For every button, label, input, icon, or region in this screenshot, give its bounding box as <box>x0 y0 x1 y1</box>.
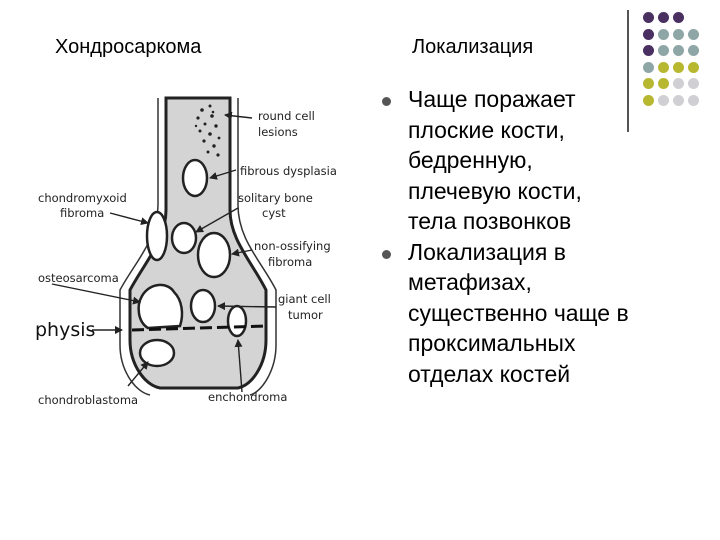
bullet-line: Чаще поражает <box>408 86 576 112</box>
bullet-line: отделах костей <box>408 360 571 387</box>
leader-arrows <box>51 111 277 393</box>
label-giant-cell-2: tumor <box>288 308 323 322</box>
decor-dot <box>658 94 669 106</box>
decor-dot <box>688 78 699 89</box>
bone-outer-right <box>237 98 277 396</box>
label-non-ossifying-2: fibroma <box>268 255 312 269</box>
physis-line <box>131 324 267 332</box>
decor-dot <box>658 78 669 89</box>
osteosarcoma-lesion <box>137 283 184 330</box>
decor-dot <box>643 61 654 73</box>
label-solitary-cyst-2: cyst <box>262 206 286 220</box>
bullet-item-1: Чаще поражает плоские кости, бедренную, … <box>378 84 708 237</box>
decor-dot <box>688 28 699 40</box>
decor-dot <box>673 78 684 89</box>
bullet-dot-icon <box>382 249 391 259</box>
decor-dot <box>688 94 699 106</box>
chondroblastoma-lesion <box>138 338 176 368</box>
bullet-line: плечевую кости, <box>408 177 582 204</box>
decor-dot <box>688 61 699 73</box>
decor-dot <box>673 45 684 56</box>
label-fibrous-dysplasia: fibrous dysplasia <box>240 164 337 178</box>
bullet-line: метафизах, <box>408 269 532 295</box>
solitary-cyst-lesion <box>170 221 198 255</box>
decor-dot <box>643 45 654 56</box>
bullet-line: тела позвонков <box>408 208 572 234</box>
label-enchondroma: enchondroma <box>208 390 287 404</box>
label-round-cell-2: lesions <box>258 125 298 139</box>
decor-dot <box>643 94 654 106</box>
decor-dot <box>658 28 669 40</box>
bullet-line: проксимальных <box>408 330 576 356</box>
decor-dot <box>658 45 669 56</box>
lesions <box>137 158 248 368</box>
decor-dot <box>643 78 654 89</box>
slide-title-right: Локализация <box>412 36 534 58</box>
label-osteosarcoma: osteosarcoma <box>38 271 119 285</box>
decor-dot <box>658 12 669 23</box>
giant-cell-lesion <box>189 288 217 324</box>
decor-dot <box>673 94 684 106</box>
non-ossifying-lesion <box>196 231 232 279</box>
label-chondromyxoid-2: fibroma <box>60 206 104 220</box>
label-chondromyxoid: chondromyxoid <box>38 191 127 205</box>
bullet-line: бедренную, <box>408 147 533 173</box>
label-physis: physis <box>35 319 95 341</box>
bullet-item-2: Локализация в метафизах, существенно чащ… <box>378 237 708 390</box>
bullet-list: Чаще поражает плоские кости, бедренную, … <box>378 84 708 389</box>
bullet-line: плоские кости, <box>408 116 565 143</box>
bullet-dot-icon <box>382 97 391 106</box>
round-cell-dots <box>194 104 221 157</box>
label-solitary-cyst: solitary bone <box>238 191 313 205</box>
label-round-cell: round cell <box>258 109 315 123</box>
decor-dot <box>673 12 684 23</box>
label-non-ossifying: non-ossifying <box>254 239 331 253</box>
decor-dot <box>673 28 684 40</box>
chondromyxoid-lesion <box>145 210 169 262</box>
decor-dot <box>643 28 654 40</box>
slide-title-left: Хондросаркома <box>55 36 202 58</box>
decor-dot <box>688 45 699 56</box>
fibrous-dysplasia-lesion <box>181 158 209 198</box>
label-giant-cell: giant cell <box>278 292 331 306</box>
bullet-line: Локализация в <box>408 238 566 265</box>
enchondroma-lesion <box>226 304 248 338</box>
decor-dot <box>643 12 654 23</box>
label-chondroblastoma: chondroblastoma <box>38 393 138 407</box>
decor-dot <box>673 61 684 73</box>
bullet-line: существенно чаще в <box>408 299 629 326</box>
decor-vertical-line <box>627 10 629 132</box>
decor-dot <box>658 61 669 73</box>
